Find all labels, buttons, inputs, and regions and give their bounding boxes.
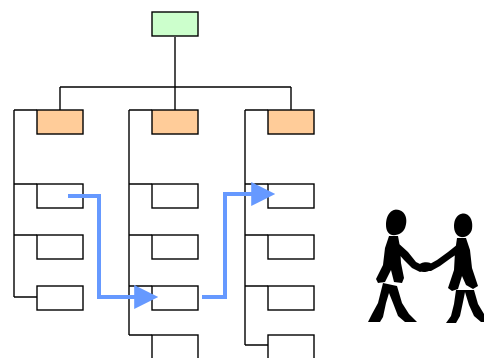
left-figure-legs [368, 283, 417, 322]
c3-item-4-box [267, 334, 315, 358]
c2-item-2-box [151, 234, 199, 260]
handshake-figures-icon [368, 209, 484, 323]
c2-item-1-box [151, 183, 199, 209]
column-3-header-box [267, 109, 315, 135]
left-figure [368, 209, 426, 322]
right-figure-head [454, 213, 473, 238]
flow-arrow [68, 182, 276, 309]
c2-item-3-box [151, 285, 199, 311]
c3-item-3-box [267, 285, 315, 311]
column-1-header-box [36, 109, 84, 135]
right-figure-arm [423, 244, 460, 271]
right-figure-legs [446, 290, 484, 323]
column-2-header-box [151, 109, 199, 135]
c2-item-4-box [151, 334, 199, 358]
left-figure-body [376, 236, 404, 283]
clasped-hands [417, 262, 433, 272]
right-figure-body [448, 238, 478, 291]
org-boxes [36, 11, 315, 358]
flow-arrow-segment-1 [68, 194, 159, 309]
c3-item-1-box [267, 183, 315, 209]
c3-item-2-box [267, 234, 315, 260]
left-figure-arm [397, 242, 426, 272]
c1-item-3-box [36, 285, 84, 311]
org-root-box [151, 11, 199, 37]
flow-arrow-segment-2 [202, 182, 276, 299]
right-figure [423, 213, 484, 323]
c1-item-2-box [36, 234, 84, 260]
left-figure-head [386, 209, 407, 236]
